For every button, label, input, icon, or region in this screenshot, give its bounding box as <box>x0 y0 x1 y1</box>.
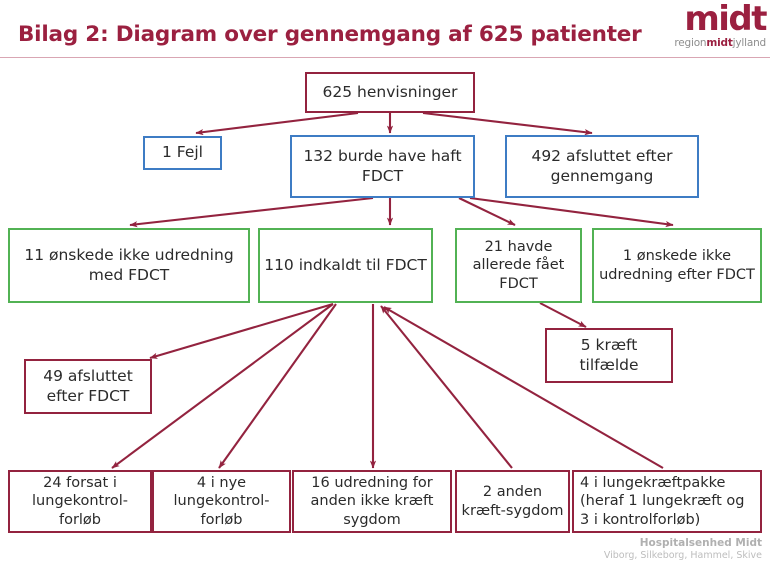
page-title: Bilag 2: Diagram over gennemgang af 625 … <box>18 22 642 47</box>
edge-anden2-to-indkaldt110 <box>380 305 513 469</box>
footer-locations: Viborg, Silkeborg, Hammel, Skive <box>603 550 762 561</box>
node-1-onskede-ikke-udredning-efter-fdct[interactable]: 1 ønskede ikke udredning efter FDCT <box>592 228 762 303</box>
node-11-onskede-ikke-udredning-med-fdct[interactable]: 11 ønskede ikke udredning med FDCT <box>8 228 250 303</box>
node-16-udredning-for-anden-ikke-kraeft-sygdom[interactable]: 16 udredning for anden ikke kræft sygdom <box>292 470 452 533</box>
node-24-forsat-i-lungekontrolforloeb[interactable]: 24 forsat i lungekontrol-forløb <box>8 470 152 533</box>
logo-sub-bold: midt <box>706 37 733 49</box>
node-4-i-lungekraeftpakke[interactable]: 4 i lungekræftpakke (heraf 1 lungekræft … <box>572 470 762 533</box>
node-21-havde-allerede-faet-fdct[interactable]: 21 havde allerede fået FDCT <box>455 228 582 303</box>
node-49-afsluttet-efter-fdct[interactable]: 49 afsluttet efter FDCT <box>24 359 152 414</box>
edge-root-to-fejl <box>195 111 359 136</box>
logo-wordmark: midt <box>684 0 767 39</box>
logo-subtext: regionmidtjylland <box>644 37 766 49</box>
edge-burde-to-onskede11 <box>129 196 374 228</box>
edge-havde21-to-kraeft5 <box>539 302 587 328</box>
node-132-burde-have-haft-fdct[interactable]: 132 burde have haft FDCT <box>290 135 475 198</box>
title-divider <box>0 57 770 58</box>
node-625-henvisninger[interactable]: 625 henvisninger <box>305 72 475 113</box>
node-492-afsluttet-efter-gennemgang[interactable]: 492 afsluttet efter gennemgang <box>505 135 699 198</box>
node-4-i-nye-lungekontrolforloeb[interactable]: 4 i nye lungekontrol-forløb <box>152 470 291 533</box>
edge-root-to-afsluttet <box>422 111 593 136</box>
footer-organisation: Hospitalsenhed Midt <box>639 537 762 549</box>
edge-burde-to-havde21 <box>458 197 516 226</box>
node-1-fejl[interactable]: 1 Fejl <box>143 136 222 170</box>
edge-indkaldt110-to-afsluttet49 <box>149 302 334 360</box>
edge-indkaldt110-to-nye4 <box>218 303 337 469</box>
node-110-indkaldt-til-fdct[interactable]: 110 indkaldt til FDCT <box>258 228 433 303</box>
logo-sub-prefix: region <box>674 37 707 49</box>
node-5-kraeft-tilfaelde[interactable]: 5 kræft tilfælde <box>545 328 673 383</box>
footer: Hospitalsenhed Midt Viborg, Silkeborg, H… <box>604 537 762 562</box>
logo-sub-suffix: jylland <box>732 37 767 49</box>
edge-burde-to-onskede1 <box>469 196 674 228</box>
node-2-anden-kraeftsygdom[interactable]: 2 anden kræft-sygdom <box>455 470 570 533</box>
region-midtjylland-logo: midt regionmidtjylland <box>644 0 767 52</box>
